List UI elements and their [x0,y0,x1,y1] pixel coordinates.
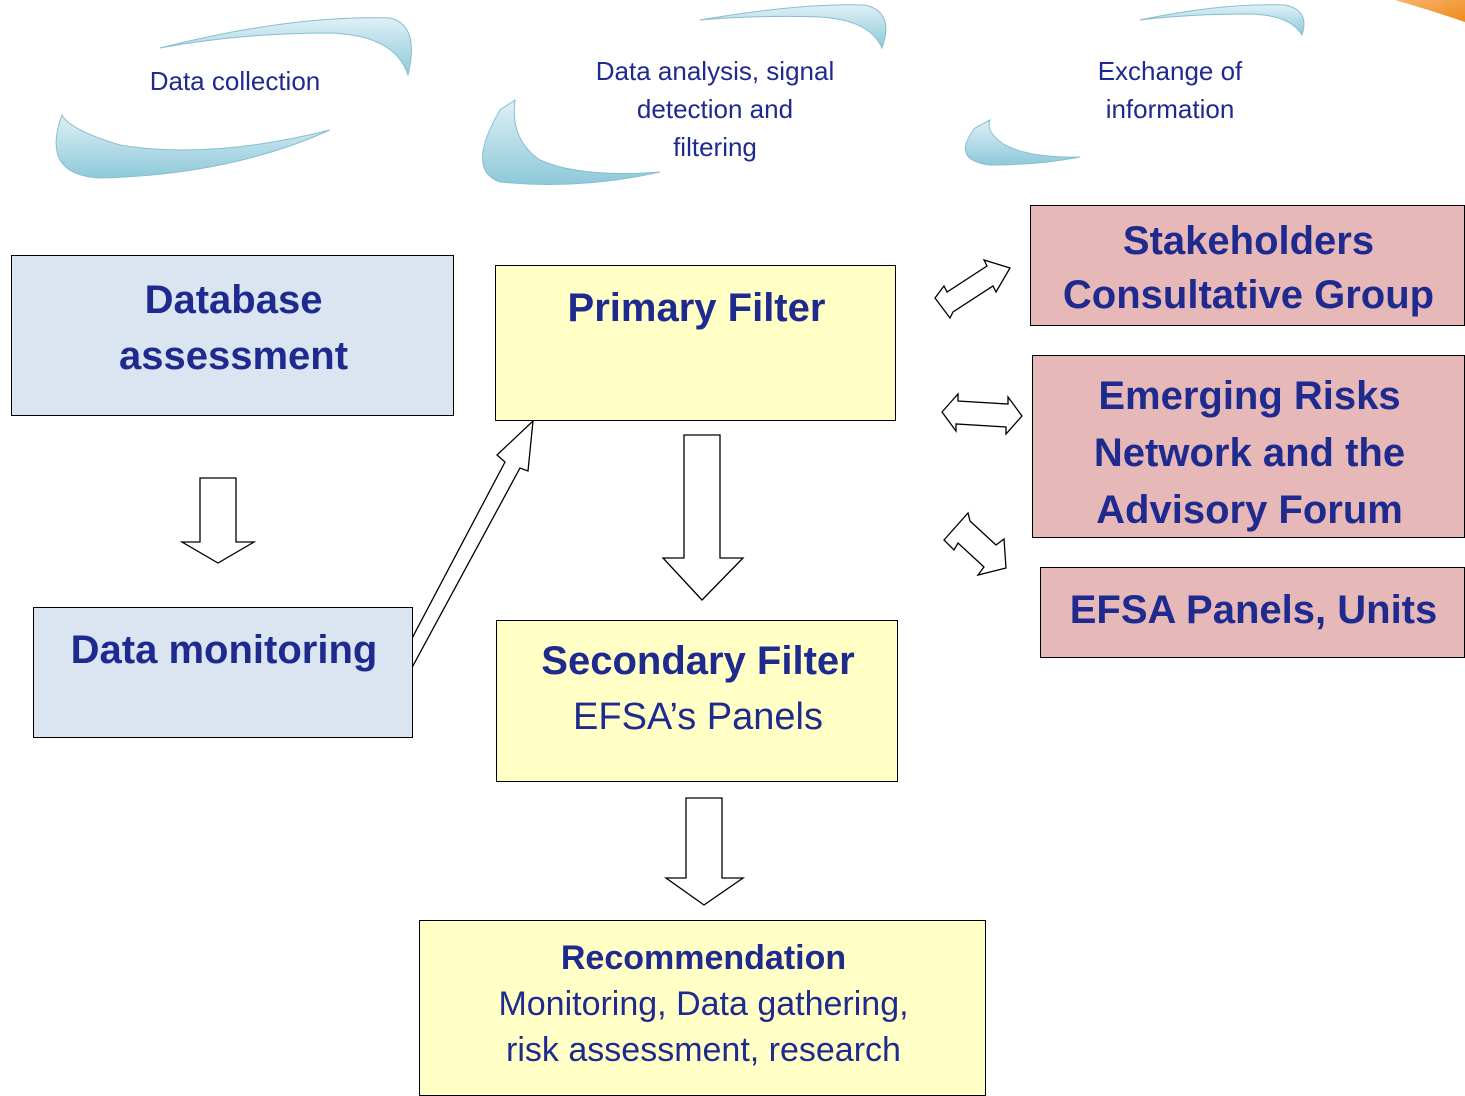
data-monitoring-text: Data monitoring [70,628,378,672]
network-line3: Advisory Forum [1096,488,1403,532]
phase-exchange-label: Exchange of information [1060,52,1280,128]
data-monitoring-box: Data monitoring [33,607,413,738]
recommendation-line2: risk assessment, research [506,1031,901,1069]
swoosh-analysis-bottom [482,98,661,185]
swoosh-collection-bottom [55,113,331,179]
arrow-monitoring-to-primary [389,419,534,687]
network-line2: Network and the [1093,431,1406,475]
stakeholders-line1: Stakeholders [1122,219,1375,263]
arrow-primary-to-secondary [661,434,745,601]
phase-analysis-line3: filtering [673,132,757,162]
secondary-filter-title: Secondary Filter [541,639,855,683]
swoosh-exchange-top [1139,4,1305,37]
double-arrow-stakeholders [934,258,1011,320]
phase-analysis-label: Data analysis, signal detection and filt… [560,52,870,166]
primary-filter-box: Primary Filter [495,265,896,421]
database-line1: Database [144,278,323,322]
recommendation-box: Recommendation Monitoring, Data gatherin… [419,920,986,1096]
phase-exchange-line2: information [1105,94,1235,124]
phase-analysis-line2: detection and [636,94,794,124]
swoosh-analysis-top [699,4,887,50]
secondary-filter-box: Secondary Filter EFSA’s Panels [496,620,898,782]
arrow-database-to-monitoring [179,477,257,564]
recommendation-line1: Monitoring, Data gathering, [498,985,909,1023]
emerging-risks-network-box: Emerging Risks Network and the Advisory … [1032,355,1465,538]
stakeholders-line2: Consultative Group [1062,273,1435,317]
phase-collection-label: Data collection [120,62,350,100]
phase-analysis-line1: Data analysis, signal [595,56,835,86]
secondary-filter-subtitle: EFSA’s Panels [573,696,823,738]
stakeholders-box: Stakeholders Consultative Group [1030,205,1465,326]
phase-exchange-line1: Exchange of [1097,56,1243,86]
phase-collection-text: Data collection [149,66,321,96]
arrow-secondary-to-recommendation [663,797,746,906]
network-line1: Emerging Risks [1098,374,1401,418]
database-assessment-box: Database assessment [11,255,454,416]
efsa-panels-text: EFSA Panels, Units [1069,588,1438,632]
primary-filter-text: Primary Filter [567,286,826,330]
swoosh-exchange-bottom [965,118,1081,166]
recommendation-title: Recommendation [560,939,847,977]
database-line2: assessment [118,334,349,378]
efsa-panels-box: EFSA Panels, Units [1040,567,1465,658]
corner-decoration [1395,0,1465,22]
double-arrow-network [941,392,1023,436]
double-arrow-panels [943,511,1007,577]
swoosh-collection-top [159,17,412,77]
